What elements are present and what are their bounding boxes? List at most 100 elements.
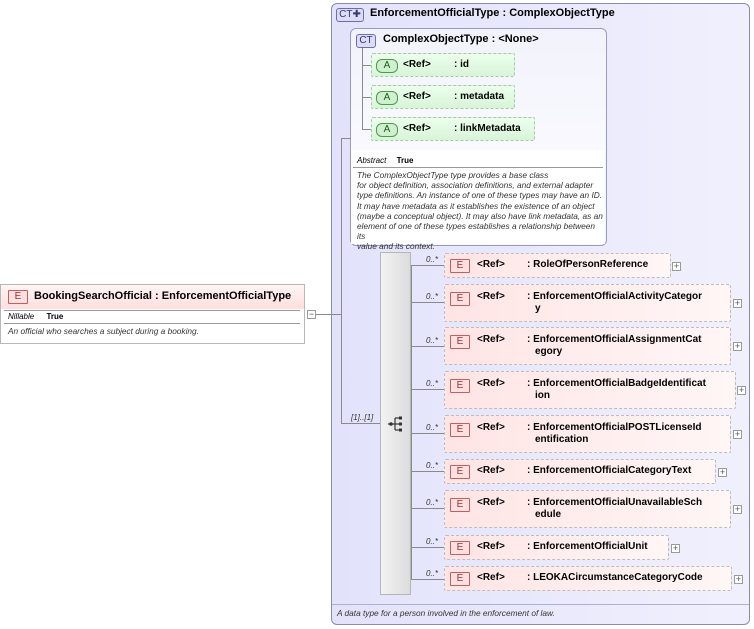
element-unavailable-schedule[interactable]: E <Ref> : EnforcementOfficialUnavailable… <box>444 490 731 528</box>
element-icon: E <box>450 572 470 586</box>
child-connector <box>411 433 445 434</box>
expand-toggle[interactable]: + <box>733 429 742 439</box>
element-ref: <Ref> <box>477 291 505 302</box>
attribute-ref: <Ref> <box>403 59 431 70</box>
element-icon: E <box>450 498 470 512</box>
element-name-line: : EnforcementOfficialBadgeIdentificat <box>527 378 706 389</box>
outer-type-doc: A data type for a person involved in the… <box>337 608 555 618</box>
element-cardinality: 0..* <box>426 336 439 345</box>
complex-type-icon: CT✚ <box>336 8 364 22</box>
expand-toggle[interactable]: + <box>672 261 681 271</box>
root-element-separator: : <box>155 290 159 302</box>
element-ref: <Ref> <box>477 572 505 583</box>
doc-line: (maybe a conceptual object). It may also… <box>357 210 603 221</box>
element-name: : EnforcementOfficialActivityCategor y <box>527 291 702 315</box>
attribute-connector <box>362 129 372 130</box>
element-badge-identification[interactable]: E <Ref> : EnforcementOfficialBadgeIdenti… <box>444 371 736 409</box>
element-icon: E <box>450 292 470 306</box>
element-name: : EnforcementOfficialUnit <box>527 541 648 553</box>
element-cardinality: 0..* <box>426 498 439 507</box>
element-cardinality: 0..* <box>426 292 439 301</box>
element-post-license-identification[interactable]: E <Ref> : EnforcementOfficialPOSTLicense… <box>444 415 731 453</box>
element-assignment-category[interactable]: E <Ref> : EnforcementOfficialAssignmentC… <box>444 327 731 365</box>
outer-type-name: EnforcementOfficialType <box>370 7 500 19</box>
element-name-line: egory <box>535 346 563 357</box>
abstract-label: Abstract <box>357 156 387 165</box>
element-name: : LEOKACircumstanceCategoryCode <box>527 572 703 584</box>
element-role-of-person-reference[interactable]: E <Ref> : RoleOfPersonReference <box>444 253 671 278</box>
doc-line: type definitions. An instance of one of … <box>357 190 603 201</box>
root-element-title: BookingSearchOfficial : EnforcementOffic… <box>34 290 291 302</box>
element-activity-category[interactable]: E <Ref> : EnforcementOfficialActivityCat… <box>444 284 731 322</box>
attribute-ref: <Ref> <box>403 91 431 102</box>
nillable-value: True <box>46 312 64 321</box>
attribute-id[interactable]: A <Ref> : id <box>371 53 515 77</box>
element-category-text[interactable]: E <Ref> : EnforcementOfficialCategoryTex… <box>444 459 716 484</box>
expand-toggle[interactable]: + <box>734 574 743 584</box>
element-ref: <Ref> <box>477 259 505 270</box>
element-cardinality: 0..* <box>426 569 439 578</box>
child-connector <box>411 508 445 509</box>
element-ref: <Ref> <box>477 334 505 345</box>
root-element-type: EnforcementOfficialType <box>161 290 292 302</box>
element-icon: E <box>450 541 470 555</box>
root-divider <box>4 310 300 311</box>
collapse-toggle[interactable]: − <box>307 309 316 319</box>
attribute-connector <box>362 48 363 130</box>
expand-toggle[interactable]: + <box>718 467 727 477</box>
element-name-line: : RoleOfPersonReference <box>527 259 649 270</box>
expand-toggle[interactable]: + <box>737 385 746 395</box>
element-name: : RoleOfPersonReference <box>527 259 648 271</box>
booking-search-official-element[interactable]: E BookingSearchOfficial : EnforcementOff… <box>0 284 305 344</box>
abstract-value: True <box>396 156 414 165</box>
child-connector <box>411 389 445 390</box>
child-connector <box>411 302 445 303</box>
element-cardinality: 0..* <box>426 423 439 432</box>
type-connector <box>341 138 342 424</box>
element-ref: <Ref> <box>477 378 505 389</box>
element-leoka-circumstance-category-code[interactable]: E <Ref> : LEOKACircumstanceCategoryCode <box>444 566 732 591</box>
child-connector <box>411 346 445 347</box>
expand-toggle[interactable]: + <box>733 298 742 308</box>
expand-toggle[interactable]: + <box>733 504 742 514</box>
attribute-connector <box>362 97 372 98</box>
element-name-line: : EnforcementOfficialUnit <box>527 541 648 552</box>
attribute-name: : linkMetadata <box>454 123 521 134</box>
sequence-connector <box>341 423 381 424</box>
element-icon: E <box>450 423 470 437</box>
element-icon: E <box>450 335 470 349</box>
attribute-name: : metadata <box>454 91 505 102</box>
sequence-cardinality: [1]..[1] <box>351 413 374 422</box>
child-connector <box>411 579 445 580</box>
element-unit[interactable]: E <Ref> : EnforcementOfficialUnit <box>444 535 669 560</box>
root-doc-divider <box>4 323 300 324</box>
element-name: : EnforcementOfficialCategoryText <box>527 465 691 477</box>
inner-type-doc-area <box>351 150 605 244</box>
attribute-ref: <Ref> <box>403 123 431 134</box>
element-cardinality: 0..* <box>426 461 439 470</box>
element-icon: E <box>450 465 470 479</box>
nillable-row: Nillable True <box>8 312 63 321</box>
expand-toggle[interactable]: + <box>671 543 680 553</box>
element-name-line: ion <box>535 390 550 401</box>
doc-line: It may have metadata as it establishes t… <box>357 200 595 211</box>
element-name-line: : EnforcementOfficialActivityCategor <box>527 291 703 302</box>
doc-line: value and its context. <box>357 241 435 252</box>
attribute-link-metadata[interactable]: A <Ref> : linkMetadata <box>371 117 535 141</box>
element-icon: E <box>450 259 470 273</box>
attribute-icon: A <box>376 123 398 137</box>
complex-type-icon: CT <box>356 34 376 48</box>
child-connector <box>411 547 445 548</box>
element-name-line: : EnforcementOfficialCategoryText <box>527 465 692 476</box>
element-name-line: entification <box>535 434 589 445</box>
root-element-doc: An official who searches a subject durin… <box>8 326 199 336</box>
root-element-name: BookingSearchOfficial <box>34 290 152 302</box>
child-connector <box>411 471 445 472</box>
expand-toggle[interactable]: + <box>733 341 742 351</box>
children-connector <box>411 266 412 580</box>
sequence-icon <box>387 415 405 438</box>
element-name: : EnforcementOfficialUnavailableSch edul… <box>527 497 702 521</box>
element-name: : EnforcementOfficialPOSTLicenseId entif… <box>527 422 701 446</box>
element-name-line: y <box>535 303 541 314</box>
attribute-metadata[interactable]: A <Ref> : metadata <box>371 85 515 109</box>
